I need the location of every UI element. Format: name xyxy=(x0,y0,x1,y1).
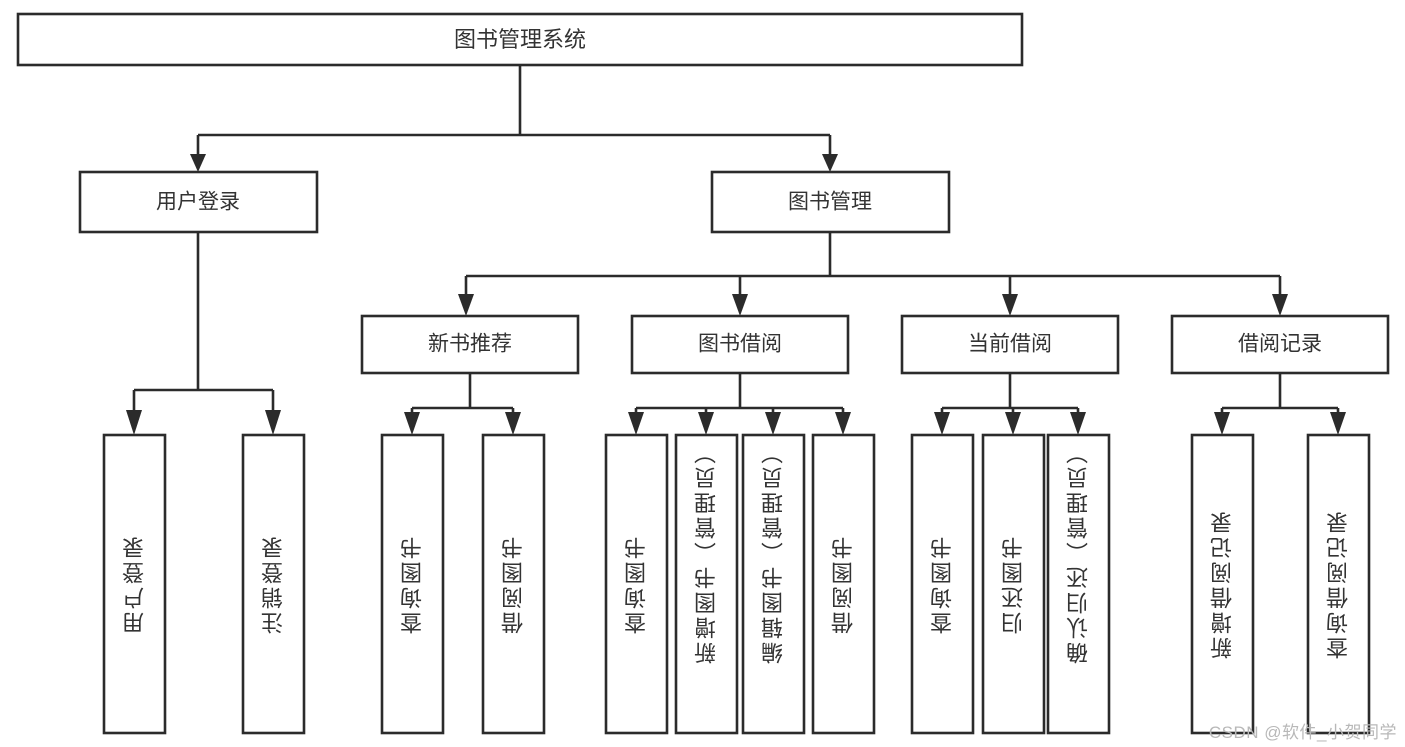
connector-group-root xyxy=(190,65,838,172)
leaf-box-add-record[interactable] xyxy=(1190,433,1255,735)
arrow-head-leaf-borrow-book-2 xyxy=(835,412,851,435)
leaf-box-user-login[interactable] xyxy=(102,433,167,735)
arrow-head-user-login xyxy=(190,154,206,172)
leaf-box-borrow-book-2[interactable] xyxy=(811,433,876,735)
node-book-manage-label: 图书管理 xyxy=(788,191,872,214)
arrow-head-leaf-confirm-return xyxy=(1070,412,1086,435)
arrow-head-leaf-query-record xyxy=(1330,412,1346,435)
leaf-box-edit-book[interactable] xyxy=(741,433,806,735)
node-new-book-recommend[interactable]: 新书推荐 xyxy=(360,314,580,375)
arrow-head-book-borrow xyxy=(732,294,748,316)
node-user-login-box[interactable] xyxy=(78,170,319,234)
node-book-borrow[interactable]: 图书借阅 xyxy=(630,314,850,375)
leaf-box-confirm-return[interactable] xyxy=(1046,433,1111,735)
arrow-head-leaf-add-book xyxy=(698,412,714,435)
node-current-borrow-box[interactable] xyxy=(900,314,1120,375)
node-root[interactable]: 图书管理系统 xyxy=(16,12,1024,67)
leaf-box-query-book-1[interactable] xyxy=(380,433,445,735)
connector-group-book-manage xyxy=(458,232,1288,316)
node-current-borrow[interactable]: 当前借阅 xyxy=(900,314,1120,375)
arrow-head-borrow-record xyxy=(1272,294,1288,316)
arrow-head-leaf-add-record xyxy=(1214,412,1230,435)
node-book-borrow-label: 图书借阅 xyxy=(698,333,782,356)
arrow-head-leaf-borrow-book-1 xyxy=(505,412,521,435)
node-borrow-record-box[interactable] xyxy=(1170,314,1390,375)
node-root-label: 图书管理系统 xyxy=(454,27,586,52)
arrow-head-current-borrow xyxy=(1002,294,1018,316)
arrow-head-leaf-query-book-2 xyxy=(628,412,644,435)
arrow-head-leaf-user-logout xyxy=(265,410,281,435)
leaf-box-query-book-2[interactable] xyxy=(604,433,669,735)
leaf-box-query-record[interactable] xyxy=(1306,433,1371,735)
node-current-borrow-label: 当前借阅 xyxy=(968,333,1052,356)
node-book-manage-box[interactable] xyxy=(710,170,951,234)
arrow-head-leaf-edit-book xyxy=(765,412,781,435)
node-new-book-recommend-label: 新书推荐 xyxy=(428,333,512,356)
arrow-head-leaf-user-login xyxy=(126,410,142,435)
node-user-login-label: 用户登录 xyxy=(156,191,240,214)
leaf-box-query-book-3[interactable] xyxy=(910,433,975,735)
arrow-head-leaf-return-book xyxy=(1005,412,1021,435)
node-book-borrow-box[interactable] xyxy=(630,314,850,375)
leaf-box-borrow-book-1[interactable] xyxy=(481,433,546,735)
connector-group-book-borrow xyxy=(628,373,851,435)
arrow-head-book-manage xyxy=(822,154,838,172)
node-book-manage[interactable]: 图书管理 xyxy=(710,170,951,234)
node-new-book-recommend-box[interactable] xyxy=(360,314,580,375)
leaf-box-user-logout[interactable] xyxy=(241,433,306,735)
arrow-head-new-book-recommend xyxy=(458,294,474,316)
connector-group-current-borrow xyxy=(934,373,1086,435)
leaf-box-return-book[interactable] xyxy=(981,433,1046,735)
csdn-watermark: CSDN @软件_小贺同学 xyxy=(1208,723,1397,742)
node-user-login[interactable]: 用户登录 xyxy=(78,170,319,234)
node-borrow-record[interactable]: 借阅记录 xyxy=(1170,314,1390,375)
arrow-head-leaf-query-book-1 xyxy=(404,412,420,435)
connector-group-new-book-recommend xyxy=(404,373,521,435)
connector-group-user-login xyxy=(126,232,281,435)
connector-group-borrow-record xyxy=(1214,373,1346,435)
leaf-boxes xyxy=(102,433,1371,735)
node-borrow-record-label: 借阅记录 xyxy=(1238,333,1322,356)
leaf-box-add-book[interactable] xyxy=(674,433,739,735)
node-root-box[interactable] xyxy=(16,12,1024,67)
arrow-head-leaf-query-book-3 xyxy=(934,412,950,435)
